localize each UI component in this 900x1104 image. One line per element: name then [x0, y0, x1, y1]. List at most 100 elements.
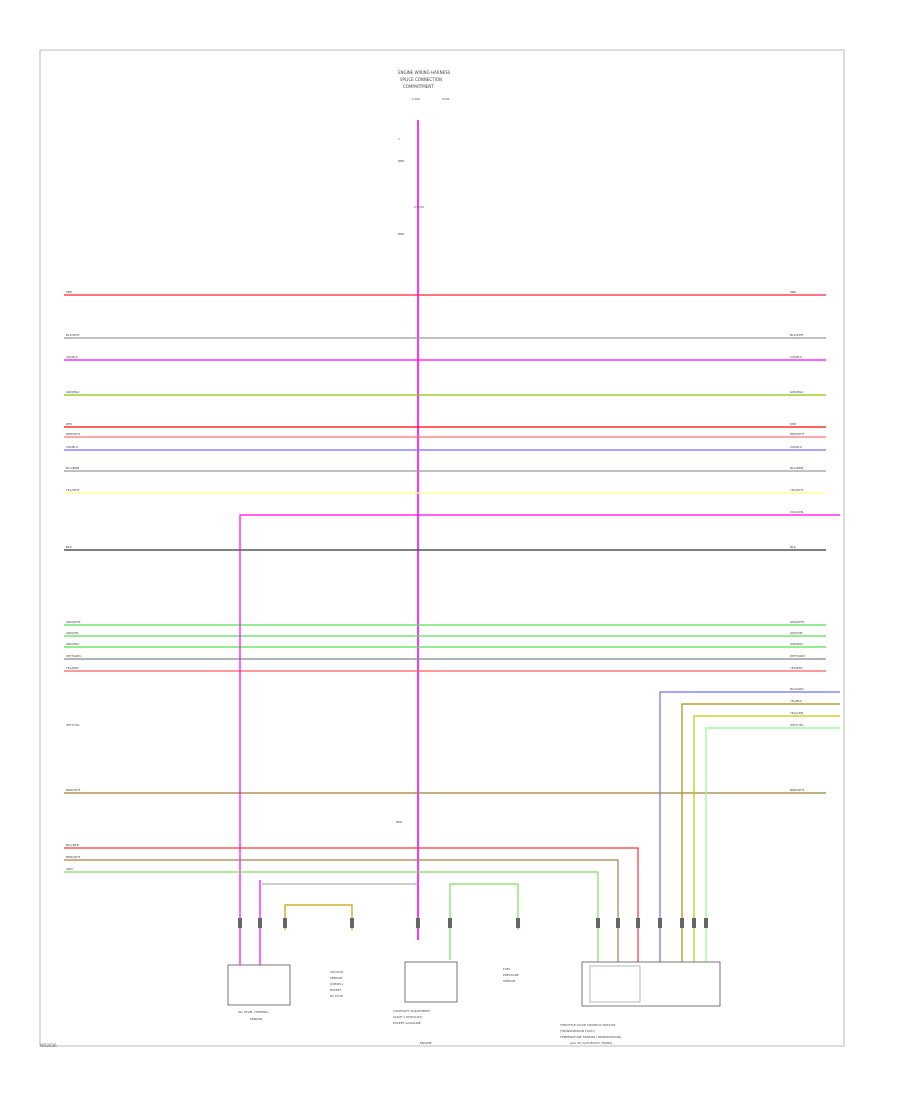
connector-pin: [692, 918, 696, 928]
svg-text:(ALL W/ AUTOMATIC TRANS): (ALL W/ AUTOMATIC TRANS): [570, 1041, 612, 1045]
top-title-line-2: SPLICE CONNECTION: [400, 77, 442, 82]
bus-label-left: BLK/WHT: [66, 333, 80, 337]
connector-pin: [616, 918, 620, 928]
branch-wire-grn: [64, 871, 599, 965]
svg-text:PRESSURE: PRESSURE: [503, 973, 519, 977]
connector-pin: [350, 918, 354, 928]
bus-label-left: BLK: [66, 545, 73, 549]
svg-text:EXCEPT: EXCEPT: [330, 988, 342, 992]
camshaft-valve: CAMSHAFT ADJUSTMENT VALVE 1 (EXHAUST) EX…: [393, 961, 458, 1045]
connector-pin: [658, 918, 662, 928]
bus-lines: PNK PNK BLK/WHT BLK/WHT VIO/BLU VIO/BLU GRN/BL…: [64, 290, 826, 871]
connector-pin: [680, 918, 684, 928]
bus-label-right: BRN/WHT: [790, 788, 805, 792]
bus-label-left: RED: [66, 422, 73, 426]
bus-label-left: YEL/RED: [66, 666, 79, 670]
branch-label-right: VIO/GRN: [790, 510, 803, 514]
branch-label-left: BLU/RED: [66, 843, 80, 847]
bus-label-left: BRN/WHT: [66, 788, 81, 792]
top-title-line-1: ENGINE WIRING HARNESS: [398, 70, 451, 75]
bus-label-right: WHT/GRN: [790, 654, 805, 658]
bus-label-left: GRN/YEL: [66, 631, 79, 635]
bus-label-right: BLK/WHT: [790, 333, 804, 337]
svg-text:W/ STOP: W/ STOP: [330, 994, 343, 998]
connector-pins: [238, 918, 708, 928]
oil-sensor-label-2: SENSOR: [250, 1017, 262, 1021]
connector-pin: [258, 918, 262, 928]
branch-wire-blu-grn: [659, 691, 840, 965]
bus-label-left: WHT/GRN: [66, 654, 81, 658]
bus-label-right: VIO/BLU: [790, 445, 802, 449]
bus-label-left: BLU/BRN: [66, 466, 79, 470]
bus-label-left: GRN/BLU: [66, 390, 79, 394]
bus-label-right: GRN/WHT: [790, 620, 805, 624]
svg-text:ENGINE: ENGINE: [420, 1041, 432, 1045]
branch-label-left: BRN/WHT: [66, 855, 81, 859]
bus-label-right: RED: [790, 422, 797, 426]
bus-label-left: PNK: [66, 290, 73, 294]
vacuum-sensor-label: VACUUM SENSOR (DIESEL) EXCEPT W/ STOP: [330, 970, 343, 998]
bus-label-right: YEL/WHT: [790, 488, 804, 492]
connector-pin: [416, 918, 420, 928]
top-wire-label-2: RED: [398, 159, 405, 163]
bus-label-left: GRN/WHT: [66, 620, 81, 624]
branch-label-left: WHT/YEL: [66, 723, 80, 727]
connector-pin: [636, 918, 640, 928]
top-pin-1: C100: [412, 97, 420, 101]
branch-wire-yel-blu: [681, 703, 840, 965]
branch-label-right: YEL/BLU: [790, 699, 802, 703]
svg-text:SENSOR: SENSOR: [503, 979, 515, 983]
bus-label-right: RED/WHT: [790, 432, 805, 436]
bus-label-right: GRN/BLU: [790, 390, 803, 394]
svg-text:FUEL: FUEL: [503, 967, 511, 971]
branch-label-right: WHT/YEL: [790, 723, 804, 727]
throttle-valve-module: THROTTLE VALVE CONTROL MODULE (TRANSMISS…: [559, 961, 721, 1045]
bus-label-left: YEL/WHT: [66, 488, 80, 492]
connector-pin: [516, 918, 520, 928]
bus-label-right: BLU/BRN: [790, 466, 803, 470]
top-wire-label-4: RED: [398, 232, 405, 236]
connector-pin: [704, 918, 708, 928]
svg-text:(TRANSMISSION FLUID): (TRANSMISSION FLUID): [560, 1029, 595, 1033]
top-pin-2: C101: [442, 97, 450, 101]
bus-label-right: GRN/YEL: [790, 631, 803, 635]
oil-level-sensor: OIL LEVEL THERMAL SENSOR: [227, 964, 291, 1021]
branch-wires: [64, 514, 840, 980]
branch-label-right: BLU/GRN: [790, 687, 803, 691]
bus-label-right: YEL/RED: [790, 666, 803, 670]
branch-wire-wht-yel: [705, 727, 840, 965]
bus-label-right: GRN/BLU: [790, 642, 803, 646]
bus-label-left: GRN/BLU: [66, 642, 79, 646]
top-wire-label-1: 1: [398, 137, 400, 141]
branch-label-right: YEL/GRN: [790, 711, 803, 715]
oil-sensor-label-1: OIL LEVEL THERMAL: [238, 1010, 269, 1014]
bus-label-left: VIO/BLU: [66, 445, 78, 449]
svg-text:(DIESEL): (DIESEL): [330, 982, 343, 986]
top-title: ENGINE WIRING HARNESS SPLICE CONNECTION …: [396, 70, 451, 824]
svg-text:TEMPERATURE SENSOR (TRANSMISSI: TEMPERATURE SENSOR (TRANSMISSION): [559, 1035, 621, 1039]
top-title-line-3: COMPARTMENT: [403, 84, 434, 89]
branch-wire-vio-grn: [239, 514, 840, 980]
branch-label-left: GRN: [66, 867, 73, 871]
bus-label-left: VIO/BLU: [66, 355, 78, 359]
svg-text:SENSOR: SENSOR: [330, 976, 342, 980]
bus-label-right: BLK: [790, 545, 797, 549]
branch-wire-vac: [284, 904, 353, 930]
svg-text:VACUUM: VACUUM: [330, 970, 343, 974]
bus-label-right: PNK: [790, 290, 797, 294]
branch-wire-fuel: [449, 883, 519, 960]
svg-text:EXCEPT GASOLINE: EXCEPT GASOLINE: [393, 1021, 421, 1025]
fuel-pressure-sensor-label: FUEL PRESSURE SENSOR: [503, 967, 519, 983]
top-wire-label-3: C1130: [414, 205, 424, 209]
connector-pin: [283, 918, 287, 928]
svg-text:CAMSHAFT ADJUSTMENT: CAMSHAFT ADJUSTMENT: [393, 1009, 430, 1013]
bus-label-left: RED/WHT: [66, 432, 81, 436]
svg-text:VALVE 1 (EXHAUST): VALVE 1 (EXHAUST): [393, 1015, 423, 1019]
branch-wire-blu-red: [64, 847, 639, 965]
connector-pin: [448, 918, 452, 928]
mid-wire-label: RED: [396, 820, 403, 824]
svg-text:THROTTLE VALVE CONTROL MODULE: THROTTLE VALVE CONTROL MODULE: [559, 1023, 616, 1027]
branch-wire-yel-grn: [693, 715, 840, 965]
